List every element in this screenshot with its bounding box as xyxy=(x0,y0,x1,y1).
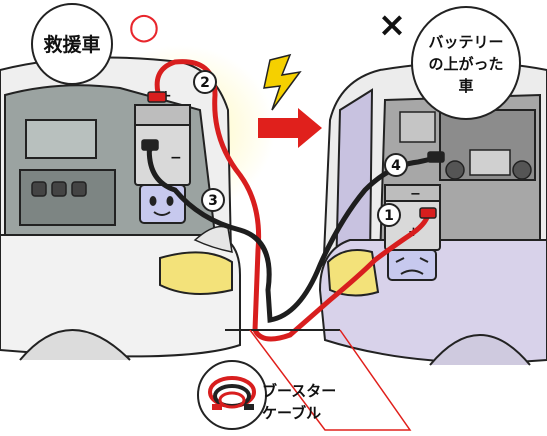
dead-battery-face xyxy=(387,249,437,281)
dead-car-label-line1: バッテリー xyxy=(428,33,503,51)
rescue-car-headlight xyxy=(159,251,233,295)
ng-mark-icon: × xyxy=(378,5,407,45)
engine-part xyxy=(512,160,532,180)
rescue-minus-terminal: − xyxy=(170,150,182,166)
red-cable xyxy=(154,59,431,342)
rescue-car xyxy=(0,45,275,361)
dead-car-bubble: バッテリー の上がった 車 xyxy=(411,6,521,120)
cable-inset-circle xyxy=(197,360,267,430)
engine-part xyxy=(31,181,47,197)
dead-car-headlight xyxy=(326,249,380,297)
black-clamp xyxy=(141,139,159,151)
step-4-label: 4 xyxy=(391,158,401,174)
coiled-cable-icon xyxy=(208,376,256,410)
dead-car-label-line2: の上がった xyxy=(428,55,503,73)
cable-callout: ブースター ケーブル xyxy=(197,329,412,431)
dead-battery xyxy=(384,184,441,281)
rescue-car-bubble: 救援車 xyxy=(31,3,113,85)
step-2-label: 2 xyxy=(200,75,210,91)
rescue-battery xyxy=(134,104,191,224)
engine-part xyxy=(51,181,67,197)
black-clamp xyxy=(427,151,445,163)
step-3-marker: 3 xyxy=(201,188,225,212)
rescue-car-wheel xyxy=(19,329,131,361)
dead-car-wheel xyxy=(429,334,531,366)
engine-part xyxy=(399,111,436,143)
ok-mark-icon: ○ xyxy=(128,6,159,47)
engine-part xyxy=(469,149,511,176)
engine-part xyxy=(445,160,465,180)
red-clamp xyxy=(419,207,437,219)
red-clamp xyxy=(147,91,167,103)
step-2-marker: 2 xyxy=(193,70,217,94)
cable-label-line2: ケーブル xyxy=(262,404,321,422)
cable-label-line1: ブースター xyxy=(262,382,336,400)
engine-part xyxy=(25,119,97,159)
transfer-arrow-icon xyxy=(258,108,322,148)
rescue-car-label: 救援車 xyxy=(43,33,100,56)
rescue-car-fender xyxy=(193,225,233,253)
callout-lines xyxy=(249,329,412,431)
dead-car-label-line3: 車 xyxy=(458,77,473,95)
step-1-marker: 1 xyxy=(377,203,401,227)
lightning-icon xyxy=(263,53,302,111)
step-4-marker: 4 xyxy=(384,153,408,177)
step-3-label: 3 xyxy=(208,193,218,209)
step-1-label: 1 xyxy=(384,208,394,224)
engine-part xyxy=(71,181,87,197)
rescue-car-engine-block xyxy=(19,169,116,226)
dead-minus-terminal: − xyxy=(410,187,421,202)
